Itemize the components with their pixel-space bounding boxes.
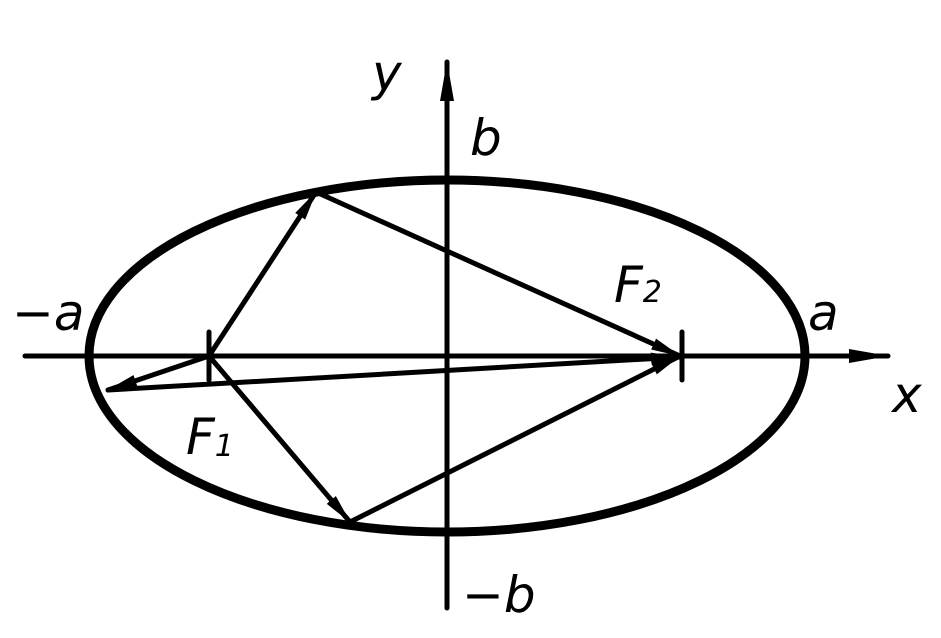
ray-f1-to-left [105,353,212,393]
ray-f1-to-top [206,189,319,359]
vertex-label-pos-a: a [808,284,839,342]
ray-bottom-to-f2 [347,353,683,525]
ray-left-to-f2 [105,352,683,393]
x-axis-label: x [890,366,922,424]
vertex-label-neg-b: −b [462,566,536,624]
vertex-label-pos-b: b [470,109,502,167]
focus-f2-subscript: 2 [643,275,662,310]
focus-label-f2: F2 [614,256,662,314]
focus-f1-subscript: 1 [215,429,234,464]
focus-f1-letter: F [186,408,216,466]
ray-top-to-f2 [313,189,683,359]
focus-f2-letter: F [614,256,644,314]
focus-label-f1: F1 [186,408,234,466]
vertex-label-neg-a: −a [12,284,85,342]
y-axis-label: y [370,44,403,102]
